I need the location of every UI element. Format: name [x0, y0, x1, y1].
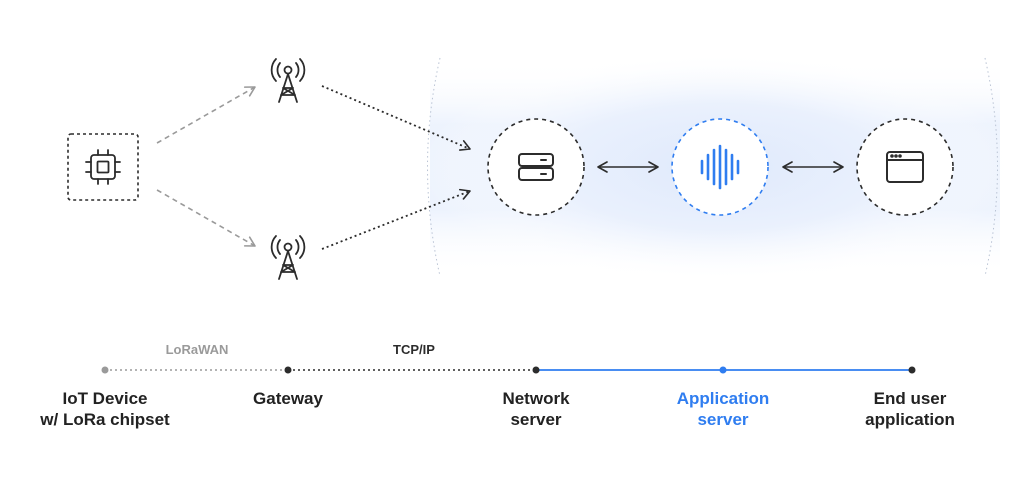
end-user-application-node: [856, 118, 954, 216]
antenna-tower-icon: [270, 235, 306, 280]
server-stack-icon: [518, 153, 554, 181]
gateway-top-node: [270, 58, 306, 103]
link-gateway-top-to-network-server: [321, 85, 471, 151]
timeline-stop-network-server: [532, 366, 540, 374]
sound-wave-icon: [700, 144, 740, 190]
iot-device-node: [67, 133, 139, 201]
link-device-to-gateway-bottom: [156, 189, 256, 247]
stop-label-gateway: Gateway: [253, 389, 323, 408]
timeline-stop-application-server: [719, 366, 727, 374]
chip-icon: [85, 149, 121, 185]
network-server-node: [487, 118, 585, 216]
timeline-stop-gateway: [284, 366, 292, 374]
stop-label-end-user-application: End user application: [865, 389, 955, 429]
stop-label-iot-device: IoT Device w/ LoRa chipset: [40, 389, 170, 429]
application-server-node: [671, 118, 769, 216]
link-device-to-gateway-top: [156, 86, 256, 144]
timeline-stop-iot-device: [101, 366, 109, 374]
antenna-tower-icon: [270, 58, 306, 103]
timeline-stop-end-user: [908, 366, 916, 374]
browser-window-icon: [886, 151, 924, 183]
segment-label-tcp-ip: TCP/IP: [393, 342, 435, 357]
segment-label-lorawan: LoRaWAN: [165, 342, 229, 357]
gateway-bottom-node: [270, 235, 306, 280]
protocol-timeline: [101, 366, 916, 374]
stop-label-application-server: Application server: [676, 389, 770, 429]
stop-label-network-server: Network server: [502, 389, 570, 429]
link-gateway-bottom-to-network-server: [321, 188, 471, 250]
